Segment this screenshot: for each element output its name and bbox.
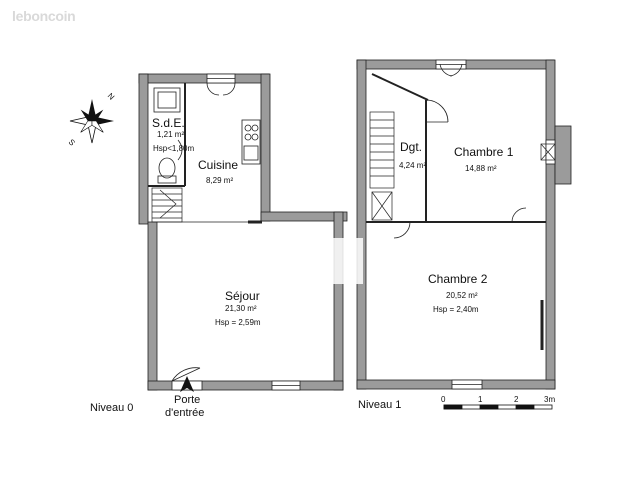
entrance-label-line1: Porte: [174, 394, 201, 406]
room-cuisine-area: 8,29 m²: [206, 176, 234, 185]
room-sejour-area: 21,30 m²: [225, 304, 257, 313]
upper-floor-doors: [393, 63, 527, 239]
room-chambre2-height: Hsp = 2,40m: [433, 305, 479, 314]
scale-tick-1: 1: [478, 395, 483, 404]
ground-floor-windows: [206, 73, 301, 391]
upper-stairs: [369, 111, 395, 221]
upper-floor-partitions: [366, 73, 546, 350]
image-logo-fragment: [333, 238, 363, 284]
scale-tick-0: 0: [441, 395, 446, 404]
ground-stairs: [151, 187, 183, 223]
entrance-arrow-icon: [180, 376, 194, 392]
room-dgt-name: Dgt.: [400, 140, 423, 154]
room-sejour-name: Séjour: [225, 289, 260, 303]
room-chambre1-name: Chambre 1: [454, 145, 514, 159]
room-sde-height: Hsp<1,80m: [153, 144, 195, 153]
upper-floor-walls: [356, 59, 572, 390]
room-dgt-area: 4,24 m²: [399, 161, 427, 170]
compass-icon: [69, 99, 114, 144]
room-chambre1-area: 14,88 m²: [465, 164, 497, 173]
room-cuisine-name: Cuisine: [198, 158, 239, 172]
room-chambre2-area: 20,52 m²: [446, 291, 478, 300]
shaft-marker: [540, 143, 556, 161]
bathroom-fixtures: [153, 87, 183, 184]
level-1-label: Niveau 1: [358, 399, 402, 411]
room-sejour-height: Hsp = 2,59m: [215, 318, 261, 327]
scale-bar: [443, 404, 553, 410]
scale-tick-2: 2: [514, 395, 519, 404]
room-sde-name: S.d.E.: [152, 116, 185, 130]
upper-floor-windows: [435, 59, 556, 390]
leboncoin-watermark: leboncoin: [12, 8, 76, 24]
level-0-label: Niveau 0: [90, 402, 134, 414]
room-sde-area: 1,21 m²: [157, 130, 185, 139]
kitchen-fixtures: [206, 82, 261, 165]
room-chambre2-name: Chambre 2: [428, 272, 488, 286]
entrance-label-line2: d'entrée: [165, 407, 205, 419]
scale-tick-3m: 3m: [544, 395, 556, 404]
